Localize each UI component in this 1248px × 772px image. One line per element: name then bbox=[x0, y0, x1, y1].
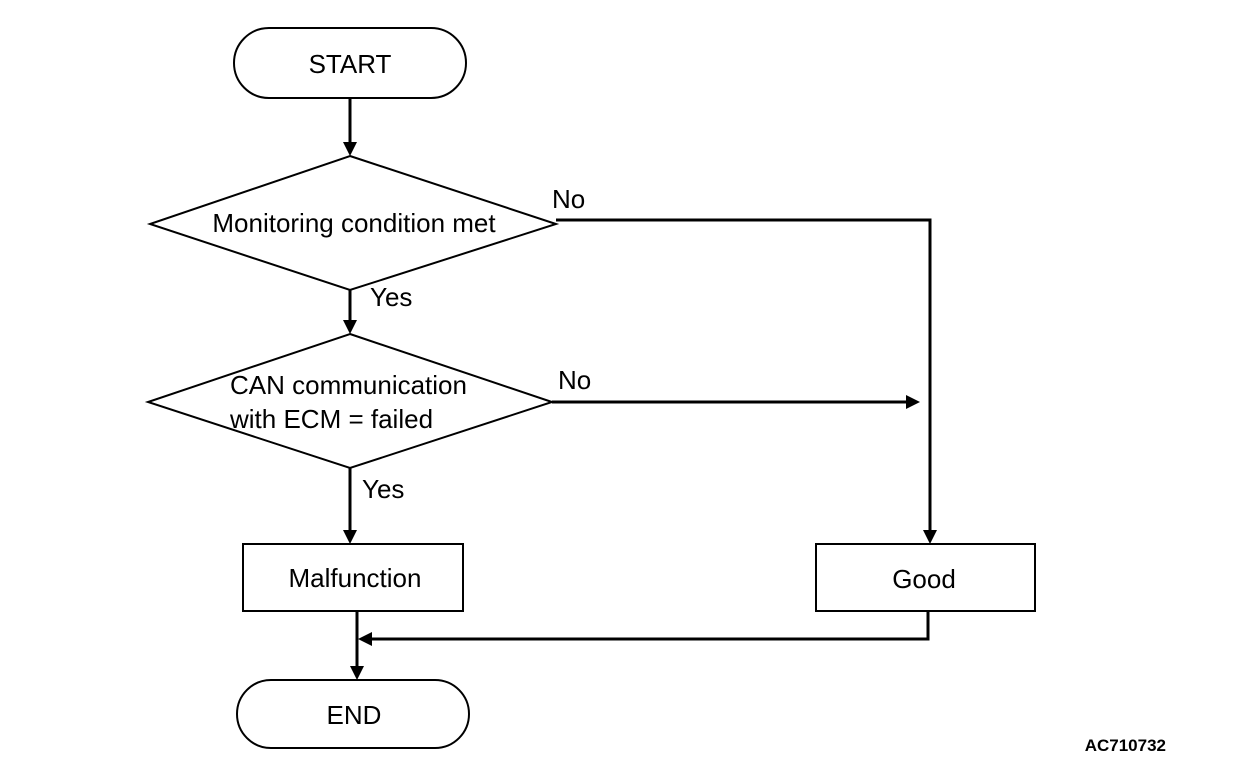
connector-decision1-no-to-good: No bbox=[552, 184, 937, 544]
connector-decision2-yes-to-malfunction: Yes bbox=[343, 468, 404, 544]
start-label: START bbox=[309, 49, 392, 79]
reference-code: AC710732 bbox=[1085, 736, 1166, 755]
good-label: Good bbox=[892, 564, 956, 594]
decision1-yes-label: Yes bbox=[370, 282, 412, 312]
connector-malfunction-to-end bbox=[350, 611, 364, 680]
connector-good-to-merge bbox=[358, 611, 930, 646]
good-node: Good bbox=[815, 543, 1036, 612]
decision-monitoring-condition: Monitoring condition met bbox=[146, 154, 560, 292]
end-node: END bbox=[236, 679, 470, 749]
malfunction-node: Malfunction bbox=[242, 543, 464, 612]
arrowhead bbox=[350, 666, 364, 680]
decision2-yes-label: Yes bbox=[362, 474, 404, 504]
decision-can-communication: CAN communication with ECM = failed bbox=[144, 332, 556, 470]
arrowhead bbox=[358, 632, 372, 646]
arrowhead bbox=[343, 530, 357, 544]
end-label: END bbox=[327, 700, 382, 730]
arrowhead bbox=[343, 320, 357, 334]
connector-decision2-no-to-good-line: No bbox=[552, 365, 920, 409]
arrowhead bbox=[343, 142, 357, 156]
start-node: START bbox=[233, 27, 467, 99]
arrowhead bbox=[906, 395, 920, 409]
malfunction-label: Malfunction bbox=[289, 563, 422, 593]
connector-decision1-yes-to-decision2: Yes bbox=[343, 282, 412, 334]
arrowhead bbox=[923, 530, 937, 544]
decision1-label: Monitoring condition met bbox=[212, 208, 496, 238]
decision2-label-line2: with ECM = failed bbox=[229, 404, 433, 434]
decision2-label-line1: CAN communication bbox=[230, 370, 467, 400]
connector-start-to-decision1 bbox=[343, 98, 357, 156]
decision2-no-label: No bbox=[558, 365, 591, 395]
decision1-no-label: No bbox=[552, 184, 585, 214]
